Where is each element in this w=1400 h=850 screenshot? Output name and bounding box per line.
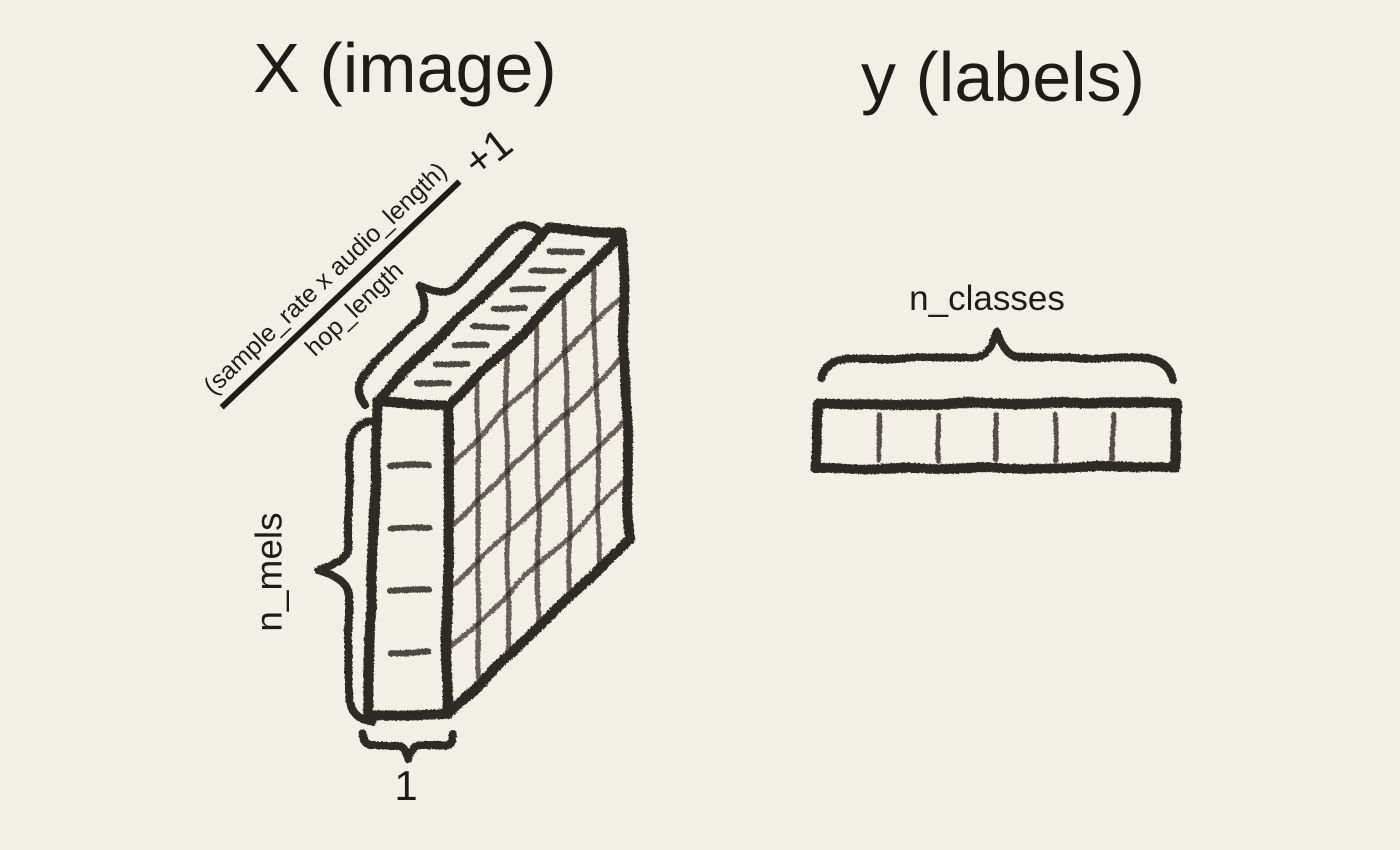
channel-axis-brace [359, 729, 457, 763]
mel-axis-brace [315, 416, 377, 726]
class-axis-label: n_classes [909, 278, 1065, 318]
top-face-ticks [413, 247, 585, 387]
mel-axis-label: n_mels [248, 512, 290, 632]
spectrogram-grid [445, 259, 631, 688]
mel-spectrogram-tensor [363, 223, 635, 721]
label-vector-outline [811, 397, 1181, 474]
right-title: y (labels) [861, 37, 1145, 116]
channel-axis-label: 1 [394, 761, 418, 809]
left-title: X (image) [253, 28, 557, 107]
tensor-front-face [363, 396, 454, 721]
class-axis-brace [818, 328, 1176, 383]
front-face-ticks [387, 463, 433, 656]
label-vector [811, 397, 1181, 474]
dimension-braces [315, 220, 1176, 763]
time-axis-brace [354, 220, 543, 409]
label-vector-cell-ticks [876, 411, 1116, 463]
